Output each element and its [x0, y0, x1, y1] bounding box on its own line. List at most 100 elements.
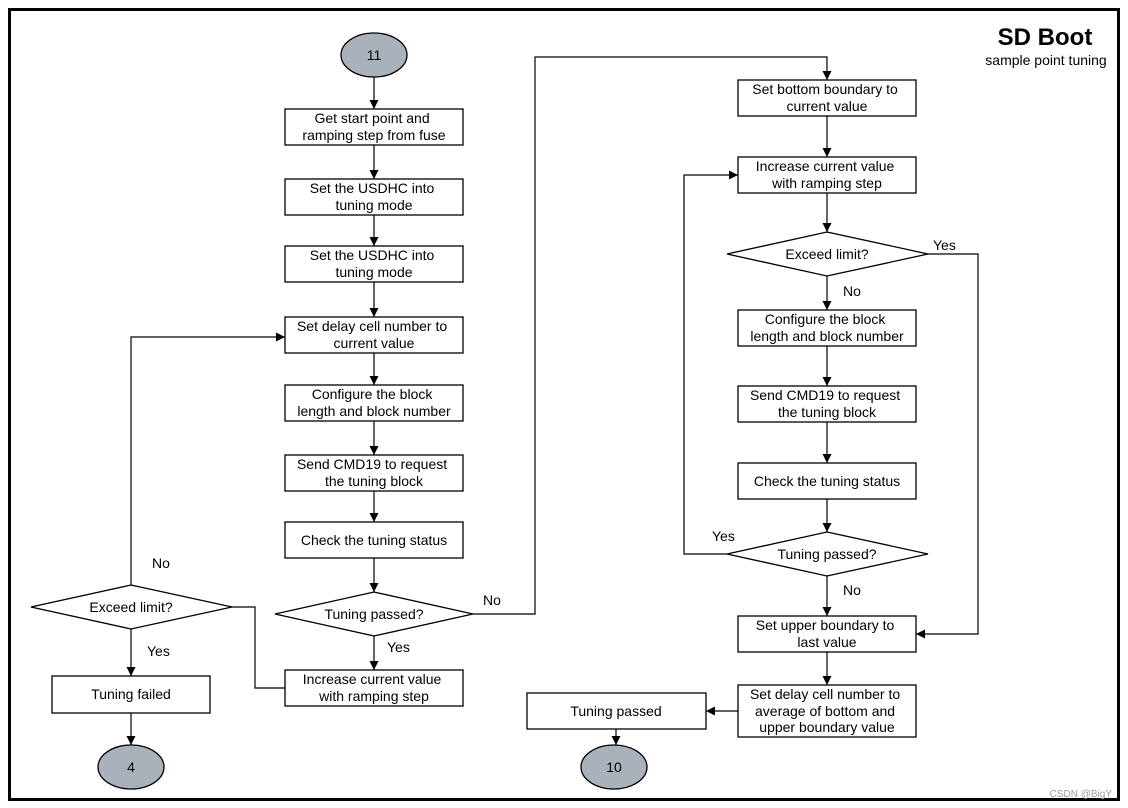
step-set-upper-boundary-box	[737, 615, 917, 653]
label-line: average of bottom and	[755, 703, 895, 719]
edge-label-left-passed-yes: Yes	[387, 639, 410, 655]
step-send-cmd19-right: Send CMD19 to request the tuning block	[737, 385, 917, 423]
watermark: CSDN @BigY	[1050, 789, 1113, 800]
label-line: Send CMD19 to request	[297, 456, 447, 472]
connector-start: 11	[340, 32, 408, 78]
label-line: current value	[334, 335, 415, 351]
step-check-status-left: Check the tuning status	[284, 521, 464, 559]
arrow-passed-yes-to-increase-right	[683, 170, 738, 555]
label-line: length and block number	[750, 328, 904, 344]
label-line: tuning mode	[335, 197, 412, 213]
step-send-cmd19-left-label: Send CMD19 to request the tuning block	[297, 456, 451, 489]
label-line: length and block number	[297, 403, 451, 419]
connector-fail-shape	[97, 744, 165, 790]
arrow-exceed-yes-to-set-upper	[916, 253, 979, 639]
step-configure-block-right: Configure the block length and block num…	[737, 309, 917, 347]
step-send-cmd19-right-box	[737, 385, 917, 423]
step-configure-block-right-label: Configure the block length and block num…	[750, 311, 904, 344]
connector-pass-label: 10	[606, 759, 622, 775]
connector-fail-label: 4	[127, 759, 135, 775]
label-line: Set bottom boundary to	[752, 81, 898, 97]
connector-start-label: 11	[367, 47, 382, 63]
step-configure-block-left-label: Configure the block length and block num…	[297, 386, 451, 419]
step-increase-value-left-label: Increase current value with ramping step	[303, 671, 445, 704]
decision-tuning-passed-right-label: Tuning passed?	[777, 546, 876, 562]
label-line: Send CMD19 to request	[750, 387, 900, 403]
connector-fail: 4	[97, 744, 165, 790]
edge-label-left-passed-no: No	[483, 592, 501, 608]
frame-border	[8, 8, 1120, 801]
label-line: with ramping step	[771, 175, 882, 191]
step-set-delay-cell-label: Set delay cell number to current value	[297, 318, 451, 351]
step-set-delay-cell-box	[284, 316, 464, 354]
decision-exceed-limit-left-label: Exceed limit?	[89, 599, 172, 615]
step-increase-value-right: Increase current value with ramping step	[737, 156, 917, 194]
label-line: current value	[787, 98, 868, 114]
step-check-status-right: Check the tuning status	[737, 462, 917, 500]
label-line: Increase current value	[303, 671, 442, 687]
arrow-passed-no-to-set-bottom	[473, 56, 832, 615]
step-set-usdhc-tuning-mode-b-label: Set the USDHC into tuning mode	[310, 247, 438, 280]
edge-label-left-exceed-yes: Yes	[147, 643, 170, 659]
step-set-upper-boundary: Set upper boundary to last value	[737, 615, 917, 653]
connector-pass: 10	[580, 744, 648, 790]
step-set-usdhc-tuning-mode-a-box	[284, 178, 464, 216]
decision-tuning-passed-left-label: Tuning passed?	[324, 606, 423, 622]
decision-tuning-passed-right: Tuning passed?	[726, 531, 929, 577]
label-line: Set delay cell number to	[297, 318, 447, 334]
header: SD Boot sample point tuning	[985, 24, 1106, 68]
step-set-usdhc-tuning-mode-b-box	[284, 245, 464, 283]
step-set-usdhc-tuning-mode-a: Set the USDHC into tuning mode	[284, 178, 464, 216]
step-increase-value-right-label: Increase current value with ramping step	[756, 158, 898, 191]
edge-label-left-exceed-no: No	[152, 555, 170, 571]
edge-label-right-exceed-yes: Yes	[933, 237, 956, 253]
label-line: the tuning block	[325, 473, 424, 489]
label-line: tuning mode	[335, 264, 412, 280]
step-set-bottom-boundary-label: Set bottom boundary to current value	[752, 81, 901, 114]
step-set-delay-cell: Set delay cell number to current value	[284, 316, 464, 354]
step-set-delay-average: Set delay cell number to average of bott…	[737, 684, 917, 738]
label-line: upper boundary value	[759, 719, 895, 735]
label-line: the tuning block	[778, 404, 877, 420]
step-check-status-right-label: Check the tuning status	[754, 473, 900, 489]
decision-exceed-limit-right-label: Exceed limit?	[785, 246, 868, 262]
diagram-title: SD Boot	[998, 24, 1093, 51]
step-check-status-left-label: Check the tuning status	[301, 532, 447, 548]
label-line: Set delay cell number to	[750, 686, 900, 702]
label-line: Set the USDHC into	[310, 180, 435, 196]
step-configure-block-left-box	[284, 384, 464, 422]
step-tuning-passed: Tuning passed	[526, 692, 707, 730]
step-set-usdhc-tuning-mode-b: Set the USDHC into tuning mode	[284, 245, 464, 283]
label-line: Get start point and	[314, 110, 429, 126]
step-tuning-failed: Tuning failed	[51, 675, 211, 714]
label-line: with ramping step	[318, 688, 429, 704]
step-get-start-point: Get start point and ramping step from fu…	[284, 108, 464, 146]
diagram-subtitle: sample point tuning	[985, 52, 1106, 68]
step-send-cmd19-left-box	[284, 454, 464, 492]
label-line: ramping step from fuse	[302, 127, 445, 143]
line-increase-to-exceed-left	[232, 606, 285, 689]
step-set-delay-average-label: Set delay cell number to average of bott…	[750, 686, 904, 735]
edge-label-right-exceed-no: No	[843, 283, 861, 299]
step-check-status-left-box	[284, 521, 464, 559]
step-tuning-failed-box	[51, 675, 211, 714]
connector-pass-shape	[580, 744, 648, 790]
step-configure-block-left: Configure the block length and block num…	[284, 384, 464, 422]
arrow-exceed-no-to-set-delay	[130, 332, 285, 585]
label-line: Configure the block	[765, 311, 887, 327]
step-increase-value-right-box	[737, 156, 917, 194]
label-line: last value	[797, 634, 856, 650]
step-tuning-failed-label: Tuning failed	[91, 686, 171, 702]
step-increase-value-left-box	[284, 669, 464, 707]
step-send-cmd19-left: Send CMD19 to request the tuning block	[284, 454, 464, 492]
label-line: Configure the block	[312, 386, 434, 402]
edge-label-right-passed-no: No	[843, 582, 861, 598]
label-line: Set the USDHC into	[310, 247, 435, 263]
step-set-upper-boundary-label: Set upper boundary to last value	[756, 617, 898, 650]
step-set-usdhc-tuning-mode-a-label: Set the USDHC into tuning mode	[310, 180, 438, 213]
step-set-bottom-boundary-box	[737, 79, 917, 117]
step-get-start-point-label: Get start point and ramping step from fu…	[302, 110, 445, 143]
step-set-bottom-boundary: Set bottom boundary to current value	[737, 79, 917, 117]
